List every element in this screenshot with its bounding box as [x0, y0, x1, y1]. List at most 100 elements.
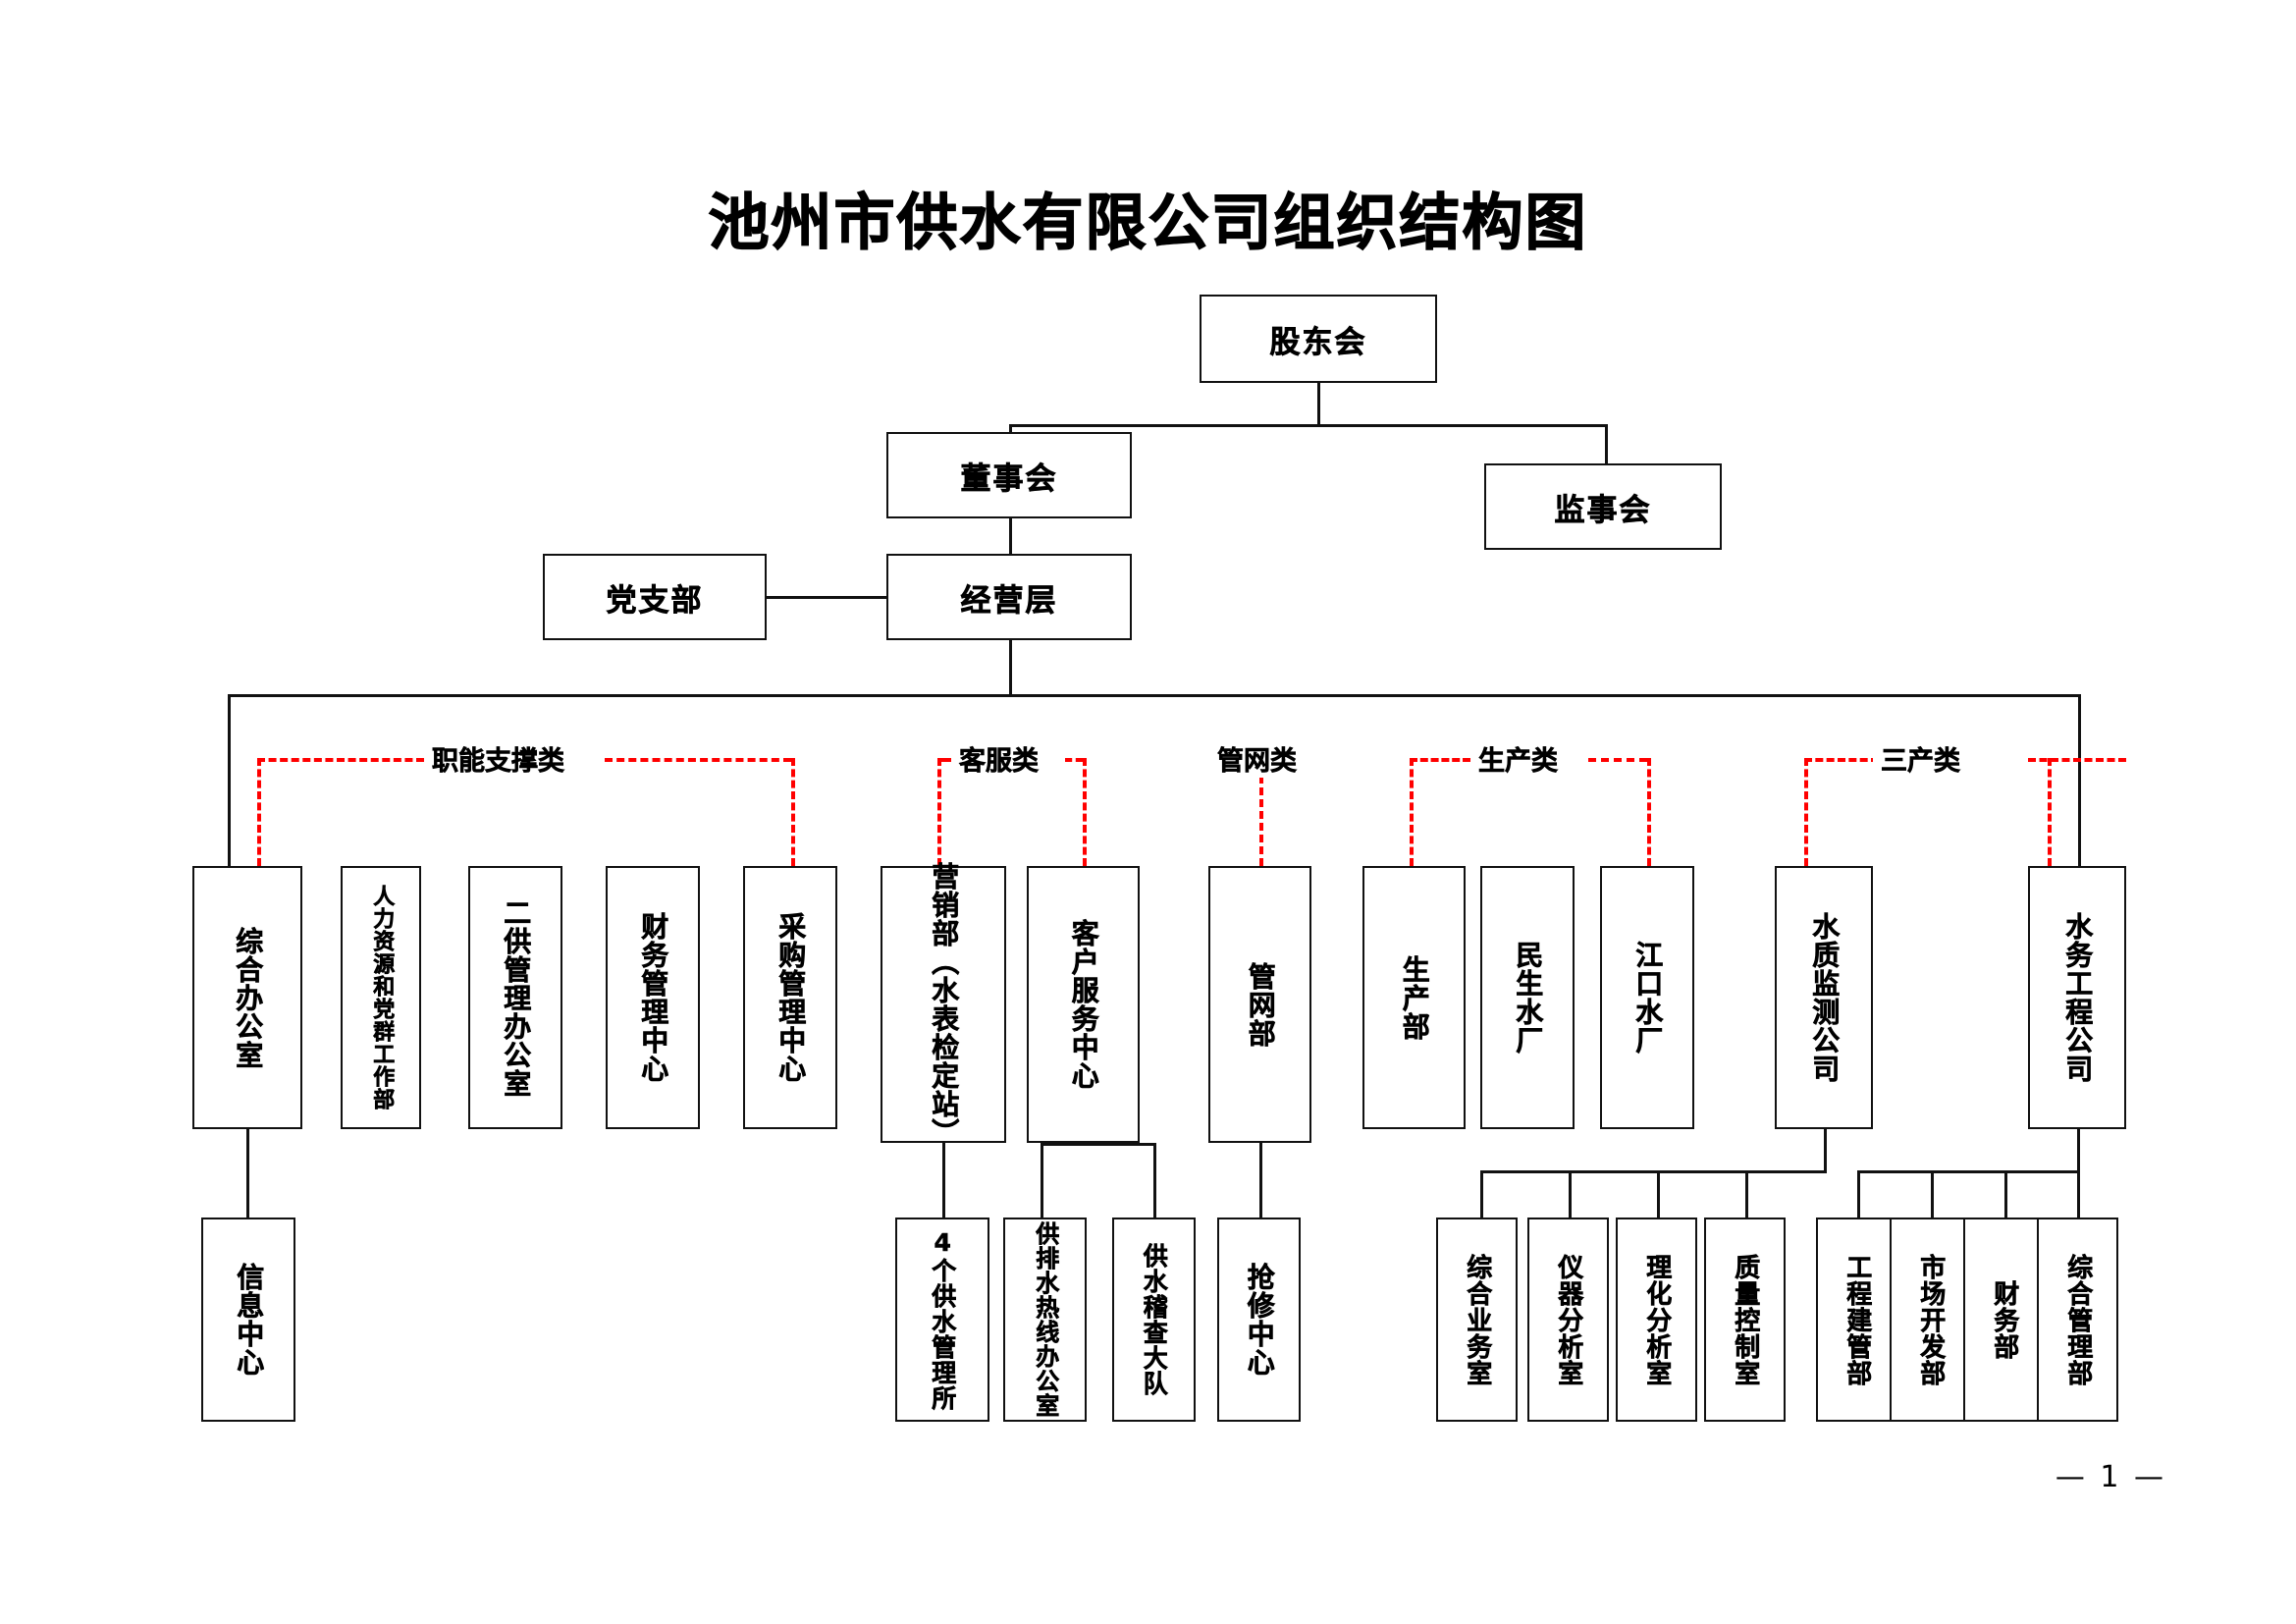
connector-we-child2 — [1931, 1170, 1934, 1218]
node-information-center[interactable]: 信息中心 — [201, 1218, 295, 1422]
node-four-water-supply-offices-label: 4个供水管理所 — [928, 1228, 957, 1412]
node-quality-control-lab-label: 质量控制室 — [1730, 1253, 1760, 1386]
connector-marketing-down — [942, 1143, 945, 1218]
group-bracket-functional-right — [791, 758, 795, 866]
group-bracket-production-top-right — [1588, 758, 1647, 762]
group-label-customer: 客服类 — [951, 739, 1046, 778]
node-general-office[interactable]: 综合办公室 — [192, 866, 302, 1129]
node-secondary-supply-office-label: 二供管理办公室 — [500, 897, 533, 1098]
connector-board-management — [1009, 518, 1012, 556]
connector-to-board — [1009, 424, 1012, 434]
node-board-of-directors[interactable]: 董事会 — [886, 432, 1132, 518]
connector-wq-child2 — [1569, 1170, 1572, 1218]
node-finance-management-center[interactable]: 财务管理中心 — [606, 866, 700, 1129]
node-water-supply-hotline-office[interactable]: 供排水热线办公室 — [1003, 1218, 1087, 1422]
group-bracket-customer-right — [1083, 758, 1087, 866]
node-engineering-construction-dept[interactable]: 工程建管部 — [1816, 1218, 1897, 1422]
node-general-management-dept[interactable]: 综合管理部 — [2037, 1218, 2118, 1422]
node-customer-service-center[interactable]: 客户服务中心 — [1027, 866, 1140, 1143]
node-water-engineering-company[interactable]: 水务工程公司 — [2028, 866, 2126, 1129]
group-bracket-customer-top-right — [1065, 758, 1083, 762]
group-bracket-production-left — [1410, 758, 1414, 866]
node-general-business-office[interactable]: 综合业务室 — [1436, 1218, 1518, 1422]
node-marketing-dept-label: （水表检定站） 营销部 — [928, 862, 961, 1148]
node-board-of-supervisors-label: 监事会 — [1554, 492, 1652, 528]
node-board-of-directors-label: 董事会 — [960, 460, 1058, 497]
node-emergency-repair-center[interactable]: 抢修中心 — [1217, 1218, 1301, 1422]
node-four-water-supply-offices[interactable]: 4个供水管理所 — [895, 1218, 989, 1422]
node-instrument-analysis-lab[interactable]: 仪器分析室 — [1527, 1218, 1609, 1422]
node-market-development-dept[interactable]: 市场开发部 — [1890, 1218, 1971, 1422]
main-bus — [228, 694, 2081, 698]
node-party-branch-label: 党支部 — [606, 582, 704, 619]
connector-customer-service-child1 — [1041, 1143, 1043, 1218]
node-general-management-dept-label: 综合管理部 — [2062, 1253, 2093, 1386]
node-secondary-supply-office[interactable]: 二供管理办公室 — [468, 866, 562, 1129]
connector-pipeline-down — [1259, 1143, 1262, 1218]
connector-water-eng-bus — [1857, 1170, 2079, 1173]
node-emergency-repair-center-label: 抢修中心 — [1243, 1263, 1276, 1378]
group-bracket-customer-left — [937, 758, 941, 866]
group-bracket-tertiary-right — [2048, 758, 2052, 866]
connector-water-eng-stem — [2077, 1129, 2080, 1173]
node-finance-dept-label: 财务部 — [1989, 1279, 2019, 1360]
node-water-quality-company-label: 水质监测公司 — [1808, 912, 1842, 1084]
node-production-dept[interactable]: 生产部 — [1362, 866, 1466, 1129]
group-bracket-tertiary-top-right — [2028, 758, 2126, 762]
node-marketing-dept[interactable]: （水表检定站） 营销部 — [881, 862, 1006, 1147]
connector-we-child4 — [2077, 1170, 2080, 1218]
group-label-production: 生产类 — [1470, 739, 1566, 778]
node-shareholders[interactable]: 股东会 — [1200, 295, 1437, 383]
node-minsheng-waterworks-label: 民生水厂 — [1512, 941, 1545, 1056]
node-shareholders-label: 股东会 — [1269, 324, 1367, 360]
connector-shareholders-bus — [1009, 424, 1608, 427]
connector-party-management — [765, 596, 888, 599]
node-customer-service-center-label: 客户服务中心 — [1067, 919, 1100, 1091]
node-general-business-office-label: 综合业务室 — [1462, 1253, 1492, 1386]
group-bracket-customer-top-left — [937, 758, 953, 762]
node-production-dept-label: 生产部 — [1398, 954, 1431, 1041]
connector-management-down — [1009, 640, 1012, 696]
group-label-pipeline: 管网类 — [1209, 739, 1305, 778]
group-bracket-functional-left — [257, 758, 261, 866]
node-general-office-label: 综合办公室 — [232, 926, 265, 1069]
connector-customer-service-bus — [1041, 1143, 1155, 1146]
group-bracket-tertiary-left — [1804, 758, 1808, 866]
node-marketing-dept-main: 营销部 — [928, 862, 961, 948]
node-physicochemical-analysis-lab-label: 理化分析室 — [1641, 1253, 1672, 1386]
node-management-label: 经营层 — [960, 582, 1058, 619]
group-bracket-pipeline-line — [1259, 776, 1263, 866]
node-finance-dept[interactable]: 财务部 — [1963, 1218, 2045, 1422]
connector-to-supervisors — [1605, 424, 1608, 465]
connector-we-child1 — [1857, 1170, 1860, 1218]
node-procurement-management-center[interactable]: 采购管理中心 — [743, 866, 837, 1129]
node-management[interactable]: 经营层 — [886, 554, 1132, 640]
node-procurement-management-center-label: 采购管理中心 — [774, 912, 808, 1084]
connector-water-quality-stem — [1824, 1129, 1827, 1173]
node-physicochemical-analysis-lab[interactable]: 理化分析室 — [1616, 1218, 1697, 1422]
node-hr-party-affairs[interactable]: 人力资源和党群工作部 — [341, 866, 421, 1129]
connector-water-quality-bus — [1480, 1170, 1826, 1173]
node-pipeline-dept-label: 管网部 — [1244, 961, 1277, 1048]
page-number: — 1 — — [2055, 1460, 2166, 1494]
connector-customer-service-child2 — [1153, 1143, 1156, 1218]
node-water-quality-company[interactable]: 水质监测公司 — [1775, 866, 1873, 1129]
connector-we-child3 — [2004, 1170, 2007, 1218]
node-water-engineering-company-label: 水务工程公司 — [2061, 912, 2095, 1084]
node-party-branch[interactable]: 党支部 — [543, 554, 767, 640]
node-water-supply-hotline-office-label: 供排水热线办公室 — [1031, 1221, 1059, 1419]
node-engineering-construction-dept-label: 工程建管部 — [1842, 1253, 1872, 1386]
node-instrument-analysis-lab-label: 仪器分析室 — [1553, 1253, 1583, 1386]
node-water-supply-inspection-brigade[interactable]: 供水稽查大队 — [1112, 1218, 1196, 1422]
node-board-of-supervisors[interactable]: 监事会 — [1484, 463, 1722, 550]
group-bracket-production-right — [1647, 758, 1651, 866]
node-jiangkou-waterworks[interactable]: 江口水厂 — [1600, 866, 1694, 1129]
group-bracket-functional-top-right — [605, 758, 791, 762]
main-bus-left-drop — [228, 694, 231, 866]
node-quality-control-lab[interactable]: 质量控制室 — [1704, 1218, 1786, 1422]
connector-wq-child3 — [1657, 1170, 1660, 1218]
node-pipeline-dept[interactable]: 管网部 — [1208, 866, 1311, 1143]
node-jiangkou-waterworks-label: 江口水厂 — [1631, 941, 1665, 1056]
node-minsheng-waterworks[interactable]: 民生水厂 — [1480, 866, 1575, 1129]
